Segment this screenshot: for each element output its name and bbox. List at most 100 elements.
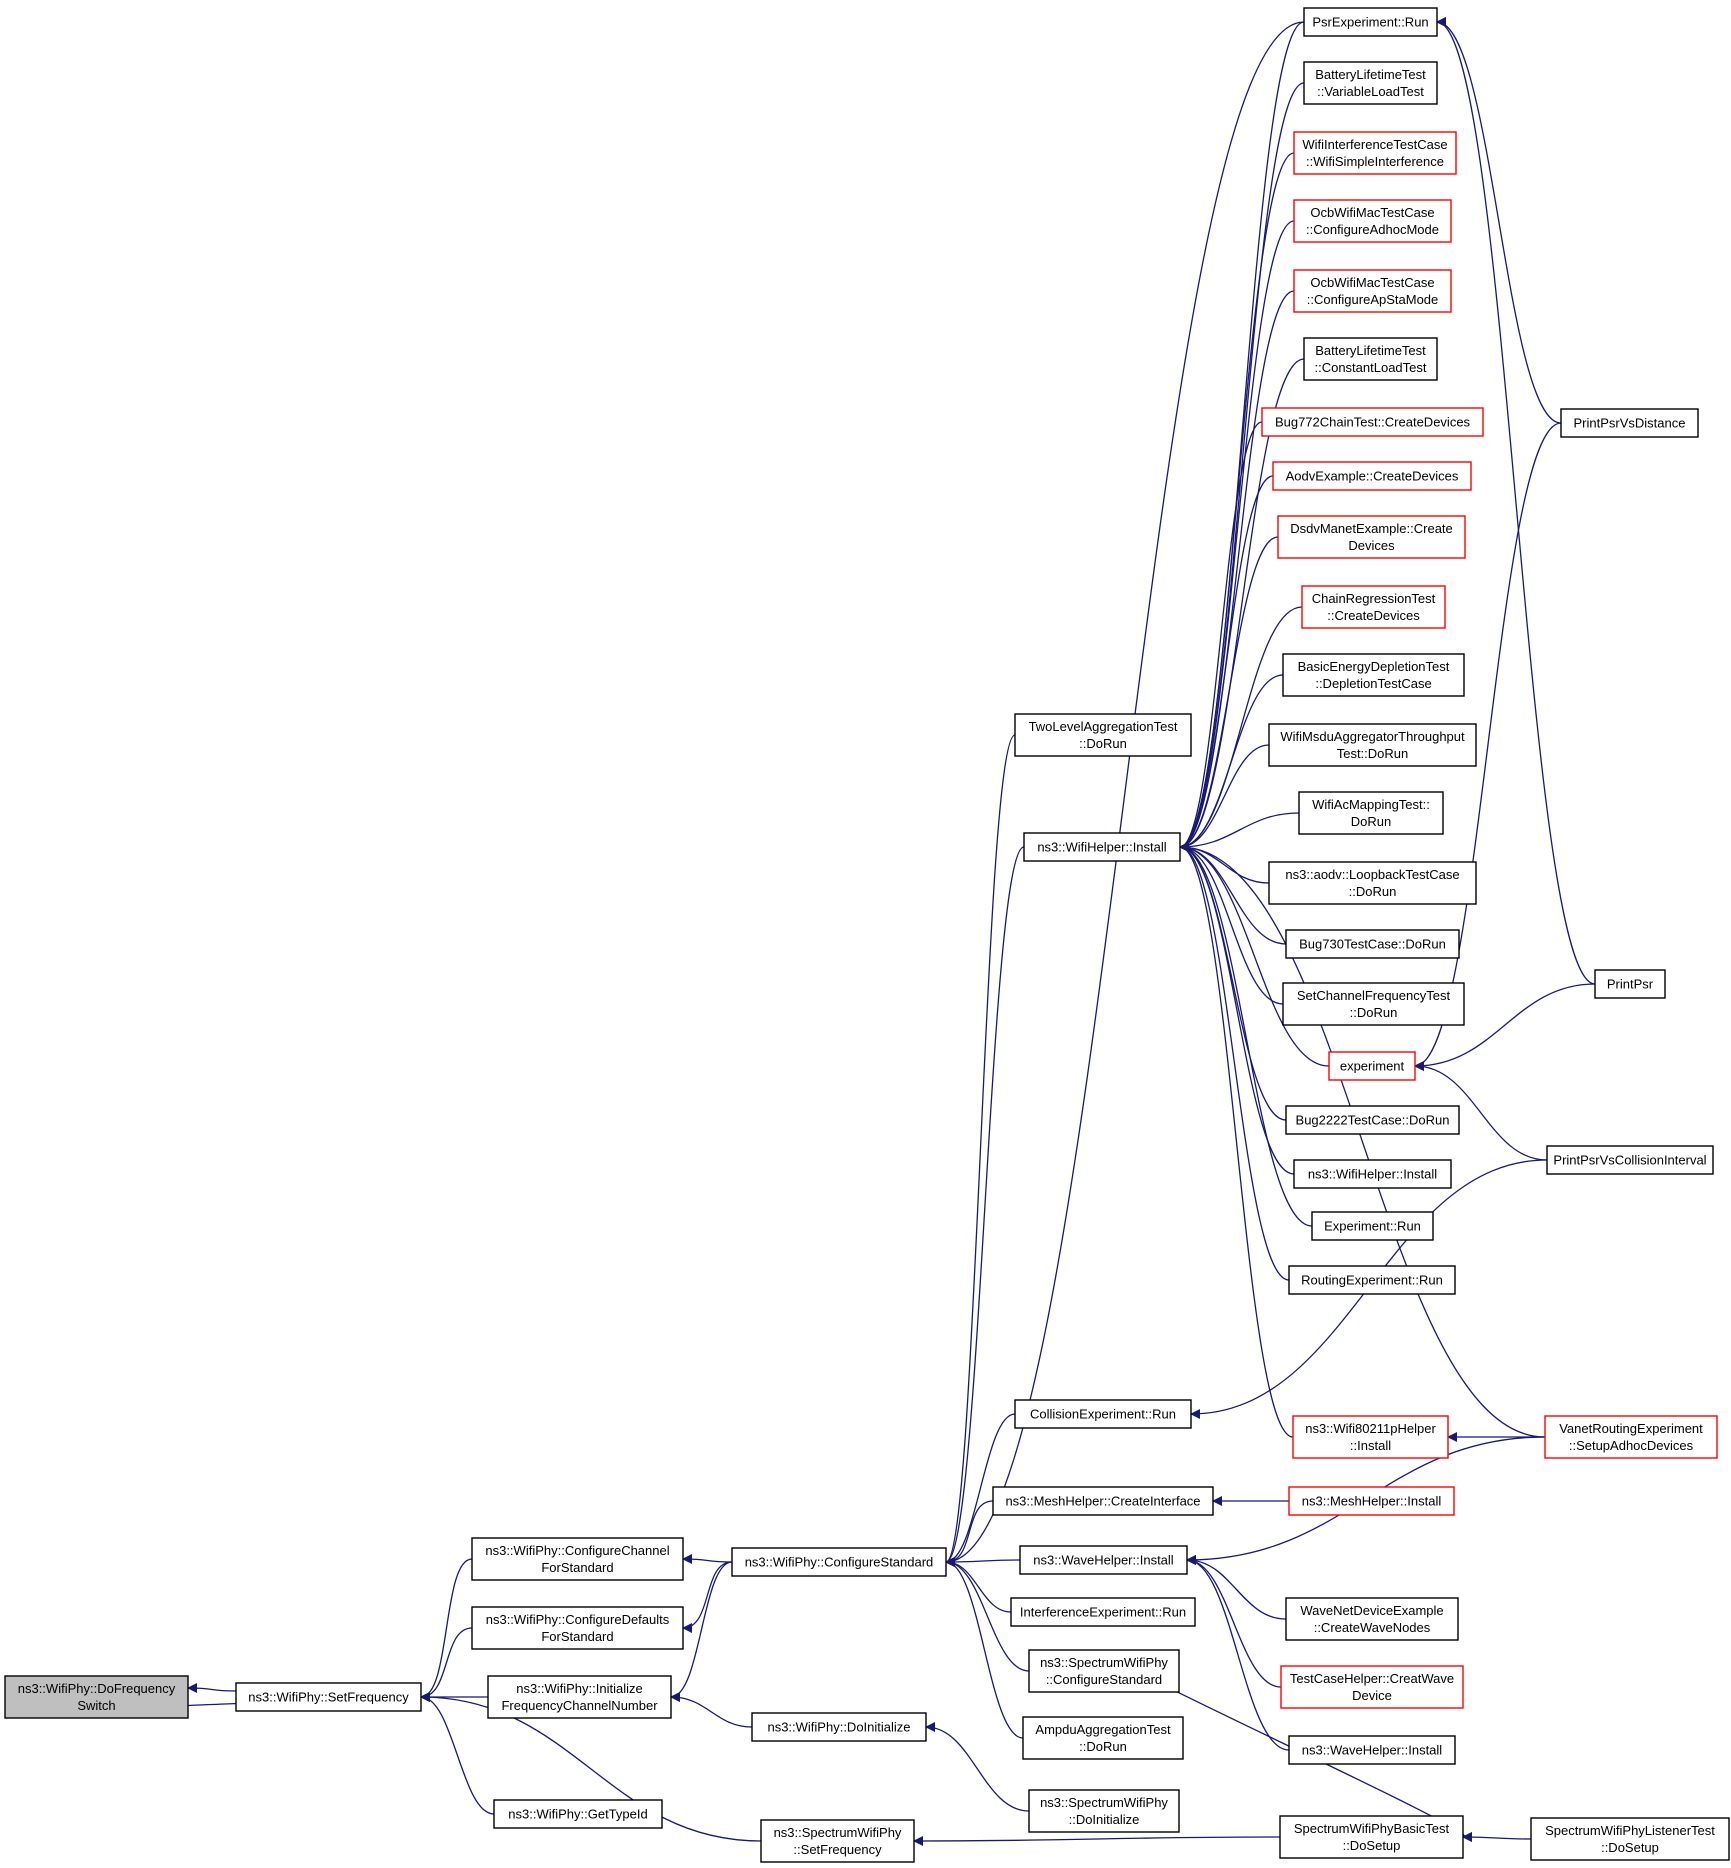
node-label: Experiment::Run	[1324, 1219, 1421, 1234]
node-label: TestCaseHelper::CreatWave	[1290, 1671, 1454, 1686]
graph-node[interactable]: BasicEnergyDepletionTest::DepletionTestC…	[1282, 653, 1465, 697]
graph-node[interactable]: WaveNetDeviceExample::CreateWaveNodes	[1285, 1597, 1459, 1641]
graph-node[interactable]: ns3::WifiPhy::ConfigureDefaultsForStanda…	[471, 1606, 684, 1650]
graph-node[interactable]: SpectrumWifiPhyListenerTest::DoSetup	[1530, 1817, 1730, 1861]
call-edge	[1436, 17, 1562, 424]
graph-node[interactable]: PsrExperiment::Run	[1303, 7, 1438, 37]
node-box	[1019, 1545, 1188, 1575]
node-box	[1530, 1817, 1730, 1861]
node-label: ::DoRun	[1079, 1739, 1127, 1754]
graph-node[interactable]: ns3::MeshHelper::CreateInterface	[992, 1486, 1214, 1516]
node-box	[1261, 407, 1484, 437]
call-edge	[420, 1558, 473, 1702]
graph-node[interactable]: InterferenceExperiment::Run	[1010, 1597, 1196, 1627]
graph-node[interactable]: ns3::WifiPhy::DoInitialize	[751, 1712, 927, 1742]
call-edge	[1462, 1832, 1532, 1843]
node-box	[1328, 1051, 1416, 1081]
node-label: DoRun	[1351, 814, 1391, 829]
graph-node[interactable]: RoutingExperiment::Run	[1288, 1265, 1456, 1295]
node-box	[471, 1606, 684, 1650]
graph-node[interactable]: PrintPsrVsDistance	[1560, 408, 1699, 438]
graph-node[interactable]: ChainRegressionTest::CreateDevices	[1301, 585, 1446, 629]
call-edge	[945, 846, 1025, 1567]
graph-node[interactable]: ns3::SpectrumWifiPhy::SetFrequency	[760, 1819, 915, 1863]
call-edge	[187, 1683, 237, 1694]
graph-node[interactable]: Bug2222TestCase::DoRun	[1285, 1105, 1460, 1135]
graph-node[interactable]: WifiAcMappingTest::DoRun	[1298, 791, 1444, 835]
call-edge	[682, 1561, 733, 1633]
node-label: ns3::SpectrumWifiPhy	[1040, 1655, 1168, 1670]
call-edge	[1179, 812, 1300, 852]
graph-node[interactable]: DsdvManetExample::CreateDevices	[1277, 515, 1466, 559]
graph-node[interactable]: ns3::SpectrumWifiPhy::ConfigureStandard	[1028, 1649, 1180, 1693]
node-label: ForStandard	[541, 1560, 613, 1575]
graph-node[interactable]: ns3::WaveHelper::Install	[1288, 1735, 1456, 1765]
graph-node[interactable]: AmpduAggregationTest::DoRun	[1022, 1716, 1184, 1760]
node-box	[1288, 1735, 1456, 1765]
graph-node[interactable]: ns3::Wifi80211pHelper::Install	[1292, 1415, 1449, 1459]
graph-node[interactable]: ns3::WifiHelper::Install	[1293, 1159, 1452, 1189]
node-box	[1292, 1415, 1449, 1459]
node-label: ns3::WifiPhy::Initialize	[516, 1681, 642, 1696]
graph-node[interactable]: CollisionExperiment::Run	[1014, 1399, 1192, 1429]
graph-node[interactable]: SpectrumWifiPhyBasicTest::DoSetup	[1279, 1815, 1464, 1859]
graph-node[interactable]: ns3::WifiPhy::GetTypeId	[493, 1799, 663, 1829]
node-box	[1277, 515, 1466, 559]
graph-node[interactable]: BatteryLifetimeTest::ConstantLoadTest	[1303, 337, 1438, 381]
graph-node[interactable]: ns3::WifiPhy::ConfigureChannelForStandar…	[471, 1537, 684, 1581]
node-box	[1303, 61, 1438, 105]
graph-node[interactable]: PrintPsrVsCollisionInterval	[1546, 1145, 1714, 1175]
node-label: Bug730TestCase::DoRun	[1299, 937, 1446, 952]
graph-node[interactable]: ns3::WifiPhy::InitializeFrequencyChannel…	[487, 1675, 672, 1719]
graph-node[interactable]: OcbWifiMacTestCase::ConfigureAdhocMode	[1293, 199, 1452, 243]
graph-node[interactable]: SetChannelFrequencyTest::DoRun	[1282, 982, 1465, 1026]
call-edge	[670, 1561, 733, 1702]
node-box	[493, 1799, 663, 1829]
node-label: ::DoRun	[1349, 884, 1397, 899]
node-label: BasicEnergyDepletionTest	[1298, 659, 1450, 674]
node-label: RoutingExperiment::Run	[1301, 1273, 1443, 1288]
graph-node[interactable]: AodvExample::CreateDevices	[1272, 461, 1472, 491]
node-box	[1594, 969, 1666, 999]
node-label: FrequencyChannelNumber	[501, 1698, 658, 1713]
graph-node[interactable]: WifiInterferenceTestCase::WifiSimpleInte…	[1293, 131, 1457, 175]
graph-node[interactable]: ns3::SpectrumWifiPhy::DoInitialize	[1028, 1789, 1180, 1833]
node-label: ::DoSetup	[1601, 1840, 1659, 1855]
graph-node[interactable]: OcbWifiMacTestCase::ConfigureApStaMode	[1293, 269, 1452, 313]
graph-node[interactable]: Bug730TestCase::DoRun	[1285, 929, 1460, 959]
node-label: PrintPsr	[1607, 977, 1654, 992]
graph-node[interactable]: Experiment::Run	[1311, 1211, 1434, 1241]
node-label: ns3::WifiPhy::DoFrequency	[18, 1681, 176, 1696]
graph-node[interactable]: Bug772ChainTest::CreateDevices	[1261, 407, 1484, 437]
graph-node[interactable]: ns3::WaveHelper::Install	[1019, 1545, 1188, 1575]
call-edge	[1186, 1555, 1282, 1688]
graph-node[interactable]: experiment	[1328, 1051, 1416, 1081]
node-label: ::DoRun	[1079, 736, 1127, 751]
call-edge	[945, 1557, 1030, 1672]
graph-node[interactable]: VanetRoutingExperiment::SetupAdhocDevice…	[1544, 1415, 1718, 1459]
call-edge	[945, 734, 1016, 1567]
graph-node[interactable]: BatteryLifetimeTest::VariableLoadTest	[1303, 61, 1438, 105]
node-label: ns3::WifiPhy::SetFrequency	[248, 1690, 409, 1705]
graph-node[interactable]: ns3::WifiPhy::SetFrequency	[235, 1682, 422, 1712]
graph-node[interactable]: ns3::MeshHelper::Install	[1288, 1486, 1455, 1516]
node-label: ns3::Wifi80211pHelper	[1305, 1421, 1436, 1436]
node-label: ns3::WifiPhy::DoInitialize	[767, 1720, 910, 1735]
graph-node[interactable]: ns3::WifiPhy::ConfigureStandard	[731, 1547, 947, 1577]
graph-node[interactable]: ns3::aodv::LoopbackTestCase::DoRun	[1268, 861, 1477, 905]
node-box	[1285, 929, 1460, 959]
node-box	[1028, 1649, 1180, 1693]
graph-node[interactable]: PrintPsr	[1594, 969, 1666, 999]
graph-node[interactable]: TwoLevelAggregationTest::DoRun	[1014, 713, 1192, 757]
graph-node[interactable]: ns3::WifiHelper::Install	[1023, 832, 1181, 862]
node-box	[487, 1675, 672, 1719]
node-box	[1280, 1665, 1464, 1709]
node-label: SetChannelFrequencyTest	[1297, 988, 1451, 1003]
node-label: ns3::SpectrumWifiPhy	[774, 1825, 902, 1840]
node-label: DsdvManetExample::Create	[1290, 521, 1453, 536]
call-edge	[420, 1692, 762, 1842]
